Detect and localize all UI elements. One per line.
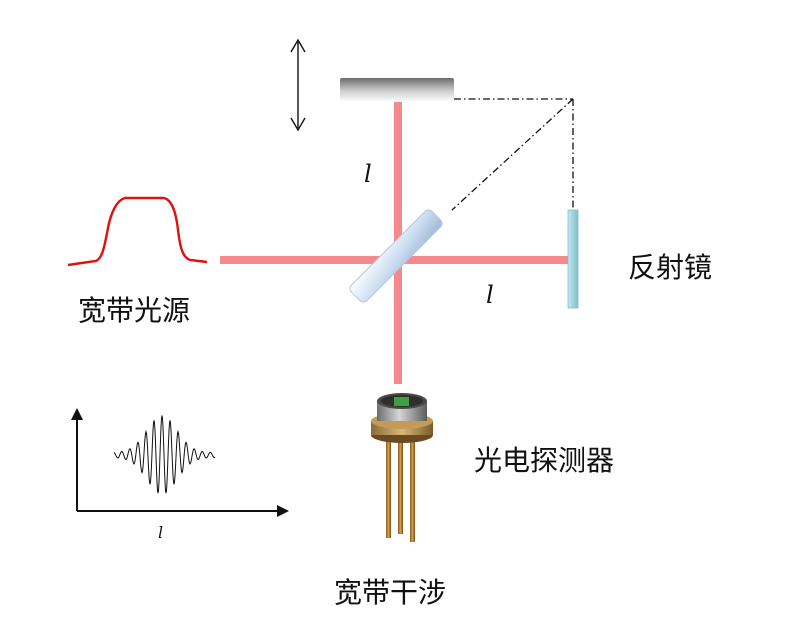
source-spectrum-curve [67,196,208,267]
double-arrow-vertical-icon [290,38,306,132]
movable-mirror [340,78,454,102]
interferogram-plot: l [71,408,289,542]
beam-splitter [349,209,443,303]
arm-length-right-label: l [486,281,494,309]
x-axis-label: l [158,523,163,542]
source-label: 宽带光源 [78,294,190,327]
interferogram-trace [113,415,216,494]
arm-length-top-label: l [364,160,372,188]
detector-label: 光电探测器 [474,444,614,477]
mirror-label: 反射镜 [628,251,712,284]
interference-label: 宽带干涉 [334,576,446,609]
sensor-window [394,397,409,406]
fixed-mirror [567,209,579,309]
photodetector-to-can-icon [371,393,433,542]
tilt-reference-lines [451,98,574,212]
